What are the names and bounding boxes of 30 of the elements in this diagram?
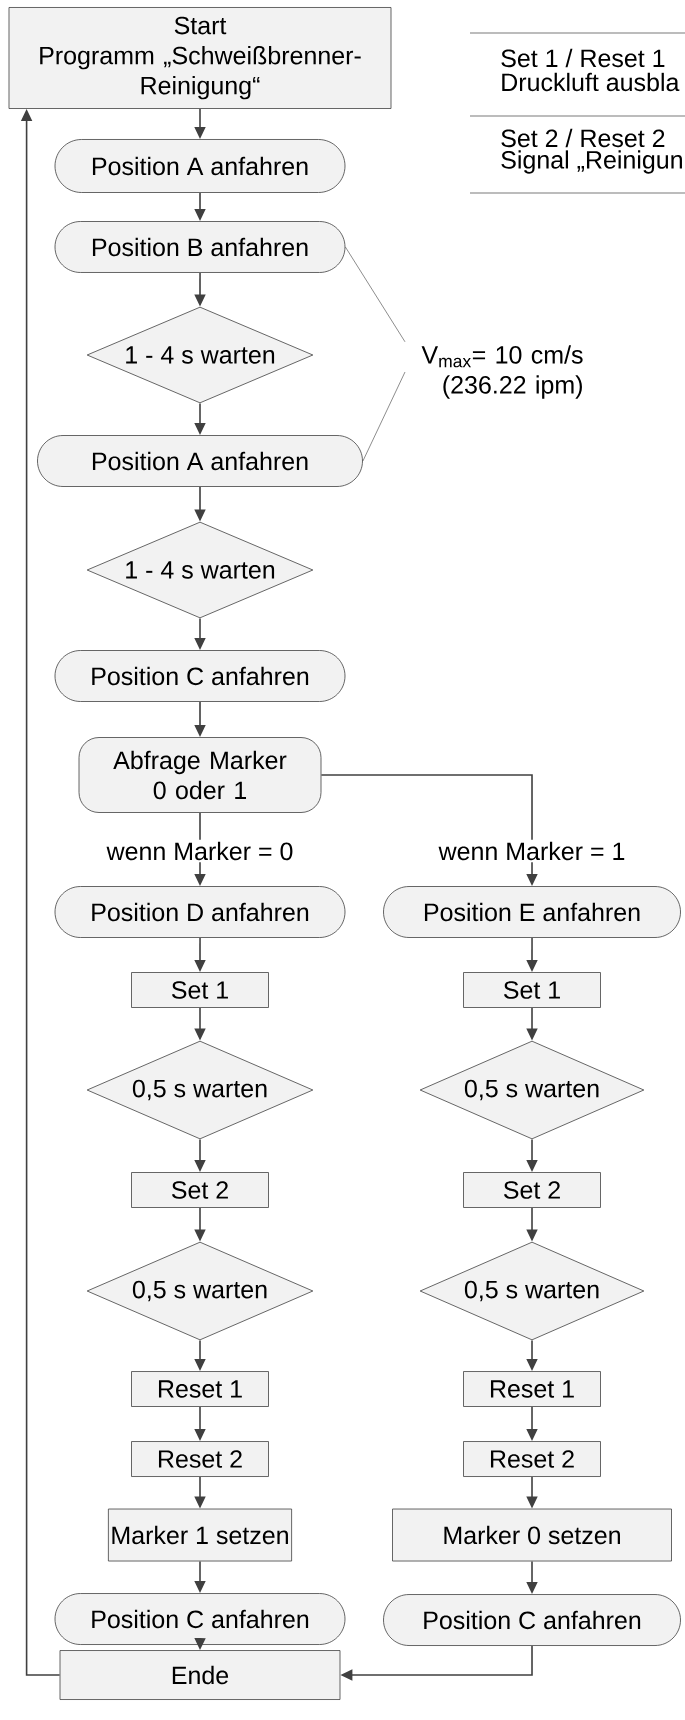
- terminal-box: Position C anfahren: [54, 650, 346, 702]
- query-box: Abfrage Marker 0 oder 1: [78, 737, 322, 813]
- terminal-box: Position E anfahren: [383, 886, 681, 938]
- terminal-box: Position C anfahren: [54, 1593, 346, 1645]
- process-box: Set 2: [131, 1172, 269, 1208]
- edge-label: wenn Marker = 1: [436, 839, 628, 863]
- process-box: Set 2: [463, 1172, 601, 1208]
- table-text: Set 1 / Reset 1: [501, 48, 665, 68]
- process-box: Reset 2: [131, 1441, 269, 1477]
- process-box: Reset 2: [463, 1441, 601, 1477]
- terminal-box: Position A anfahren: [54, 139, 346, 193]
- terminal-box: Position D anfahren: [54, 886, 346, 938]
- process-box: Ende: [59, 1650, 341, 1700]
- table-text: Druckluft ausbla: [502, 72, 680, 92]
- terminal-box: Position A anfahren: [37, 435, 363, 487]
- leader-line: [345, 246, 406, 343]
- leader-line: [362, 371, 406, 462]
- table-text: Set 2 / Reset 2: [501, 128, 665, 148]
- process-box: Set 1: [463, 972, 601, 1008]
- process-box: Reset 1: [463, 1371, 601, 1407]
- table-text: Signal „Reinigun: [501, 150, 682, 174]
- edge-label: wenn Marker = 0: [104, 839, 296, 863]
- annotation-text: V$_{max}$= 10 cm/s (236.22 ipm): [421, 345, 583, 399]
- terminal-box: Position C anfahren: [383, 1594, 681, 1646]
- process-box: Start Programm „Schweißbrenner-Reinigung“: [8, 7, 392, 109]
- process-box: Marker 0 setzen: [392, 1508, 672, 1562]
- terminal-box: Position B anfahren: [54, 221, 346, 273]
- process-box: Set 1: [131, 972, 269, 1008]
- process-box: Reset 1: [131, 1371, 269, 1407]
- process-box: Marker 1 setzen: [108, 1508, 292, 1562]
